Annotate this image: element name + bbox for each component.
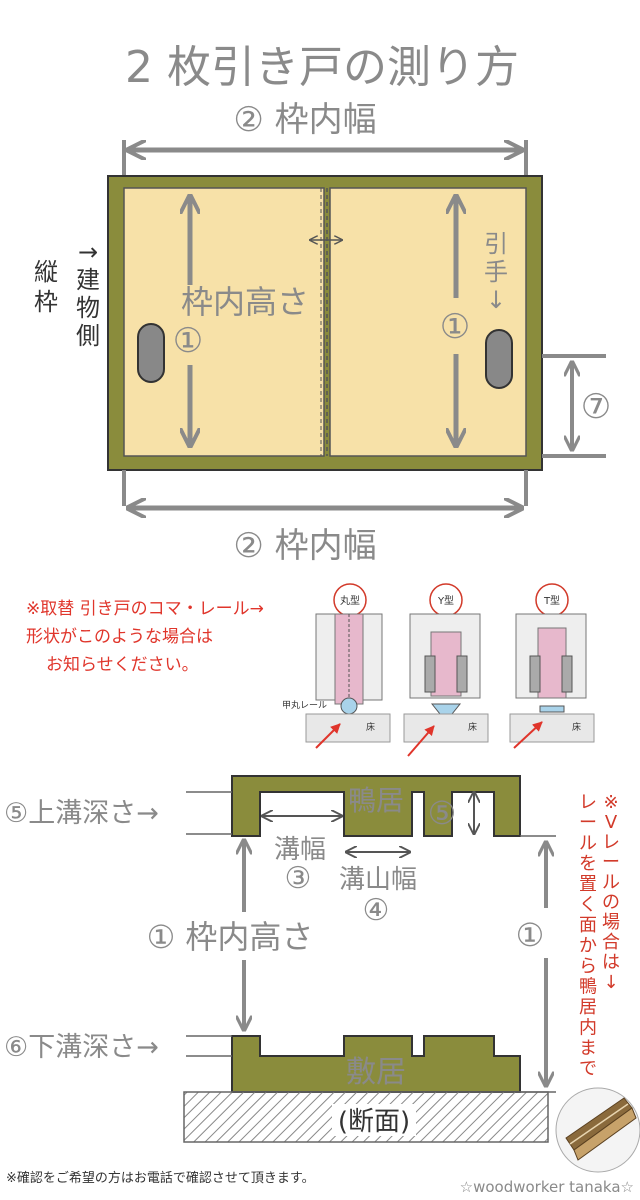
door-right	[329, 187, 527, 457]
inner-height-bg	[128, 912, 332, 960]
replacement-note: ※取替 引き戸のコマ・レール→ 形状がこのような場合は お知らせください。	[26, 599, 264, 675]
label-bg-right	[432, 298, 478, 354]
section-label-bg	[332, 1104, 416, 1136]
groove-ridge-width: 溝山幅	[339, 865, 417, 895]
note-line2: 形状がこのような場合は	[26, 627, 213, 647]
num1-right: ①	[516, 916, 545, 954]
sill-label: 敷居	[346, 1055, 406, 1090]
roller-type-round: 丸型 甲丸レール 床	[282, 583, 391, 749]
door-front-view: ② 枠内幅 枠内高さ ① ① 引手↓ 縦枠 →建物側	[34, 100, 611, 566]
width-label-bottom: ② 枠内幅	[233, 526, 376, 566]
roller-type-y: Y型 床	[403, 583, 489, 757]
section-label: (断面)	[338, 1107, 410, 1137]
upper-groove-depth: ⑤上溝深さ→	[4, 798, 159, 829]
page-title: 2 枚引き戸の測り方	[125, 42, 519, 93]
floor-label: 床	[572, 721, 581, 733]
groove-width: 溝幅	[274, 835, 326, 865]
handle-label: 引手↓	[484, 230, 508, 314]
height-num-left: ①	[173, 321, 203, 361]
credit: ☆woodworker tanaka☆	[460, 1178, 634, 1196]
roller-type-t: T型 床	[509, 583, 595, 749]
sill	[231, 1035, 521, 1093]
width-label-top: ② 枠内幅	[233, 100, 376, 140]
v-rail-note-col2: レールを置く面から鴨居内まで	[579, 792, 597, 1080]
section-view: 鴨居 ⑤上溝深さ→ ⑤ 溝幅 ③ 溝山幅 ④ ① 枠内高さ 敷居 ⑥下溝深さ→ …	[4, 775, 640, 1173]
building-side-label: →建物側	[76, 238, 100, 350]
label-bg-left	[160, 285, 320, 365]
roller-type-label: T型	[543, 594, 560, 607]
roller-type-label: Y型	[437, 594, 454, 607]
height-num-right: ①	[440, 307, 470, 347]
floor-label: 床	[468, 721, 477, 733]
note-line1: ※取替 引き戸のコマ・レール→	[26, 599, 264, 619]
v-rail-photo	[555, 1087, 640, 1173]
lower-groove-depth: ⑥下溝深さ→	[4, 1032, 159, 1063]
confirm-note: ※確認をご希望の方はお電話で確認させて頂きます。	[6, 1170, 315, 1186]
roller-type-label: 丸型	[340, 594, 360, 607]
inner-height: ① 枠内高さ	[147, 918, 314, 956]
num4: ④	[363, 893, 390, 928]
rail-label: 甲丸レール	[282, 699, 327, 711]
frame-side-label: 縦枠	[34, 258, 58, 316]
handle-left-icon	[137, 323, 165, 383]
num1-bg	[520, 908, 566, 958]
head-jamb	[231, 775, 521, 837]
num3: ③	[285, 861, 312, 896]
handle-right-icon	[485, 329, 513, 389]
num7: ⑦	[581, 387, 611, 427]
floor-label: 床	[366, 721, 375, 733]
height-label-left: 枠内高さ	[181, 283, 309, 321]
head-jamb-label: 鴨居	[348, 784, 404, 817]
note-line3: お知らせください。	[46, 655, 199, 675]
num5: ⑤	[428, 794, 457, 832]
